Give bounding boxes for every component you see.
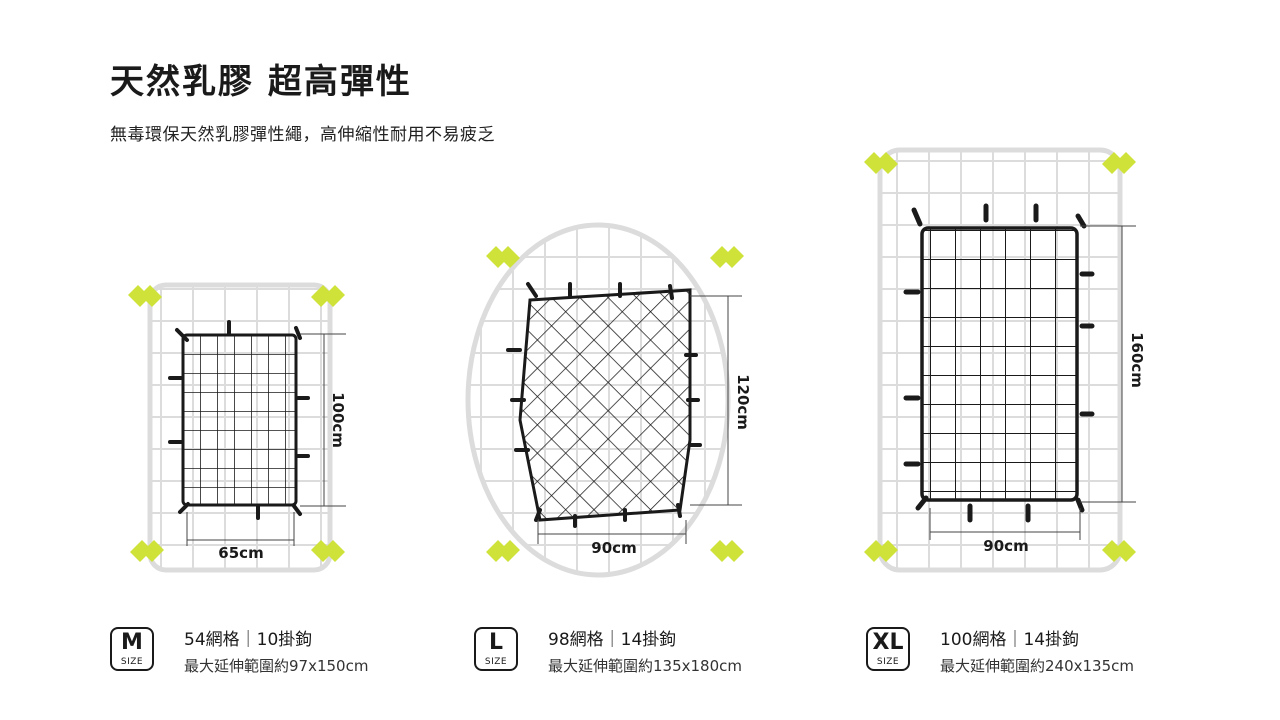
net-m-height-label: 100cm xyxy=(329,392,347,448)
net-xl-height-label: 160cm xyxy=(1128,332,1146,388)
net-xl: 160cm 90cm xyxy=(877,147,1146,573)
net-l-height-label: 120cm xyxy=(734,374,752,430)
size-xl-spec: 100網格｜14掛鉤 xyxy=(940,630,1080,650)
arrow-icon xyxy=(323,285,345,307)
size-badge-letter: M xyxy=(121,629,143,655)
arrow-icon xyxy=(876,152,898,174)
size-l-spec: 98網格｜14掛鉤 xyxy=(548,630,677,650)
arrow-icon xyxy=(311,285,333,307)
net-m-body xyxy=(181,333,298,507)
net-xl-width-label: 90cm xyxy=(983,537,1028,555)
arrow-icon xyxy=(710,246,732,268)
net-l-width-dimension xyxy=(537,520,687,544)
net-l-width-label: 90cm xyxy=(591,539,636,557)
net-xl-width-dimension xyxy=(929,508,1081,540)
size-m-spec: 54網格｜10掛鉤 xyxy=(184,630,313,650)
net-m-height-dimension xyxy=(300,333,346,507)
arrow-icon xyxy=(311,540,333,562)
arrow-icon xyxy=(710,540,732,562)
net-xl-hooks xyxy=(903,203,1095,523)
size-badge-word: SIZE xyxy=(876,656,900,667)
net-xl-body xyxy=(920,226,1079,502)
arrow-icon xyxy=(498,540,520,562)
size-badge-word: SIZE xyxy=(484,656,508,667)
arrow-icon xyxy=(1114,540,1136,562)
size-badge-l: L SIZE xyxy=(474,627,518,671)
size-l-range: 最大延伸範圍約135x180cm xyxy=(548,657,742,675)
net-l-height-dimension xyxy=(690,295,742,506)
net-l-body xyxy=(518,288,692,522)
arrow-icon xyxy=(130,540,152,562)
size-badge-xl: XL SIZE xyxy=(866,627,910,671)
size-badge-letter: XL xyxy=(872,629,904,655)
size-badge-word: SIZE xyxy=(120,656,144,667)
page-subtitle: 無毒環保天然乳膠彈性繩，高伸縮性耐用不易疲乏 xyxy=(110,125,495,145)
arrow-icon xyxy=(1114,152,1136,174)
arrow-icon xyxy=(140,285,162,307)
arrow-icon xyxy=(1102,152,1124,174)
arrow-icon xyxy=(876,540,898,562)
stretch-arrows xyxy=(128,152,1136,562)
arrow-icon xyxy=(486,246,508,268)
arrow-icon xyxy=(722,246,744,268)
net-xl-height-dimension xyxy=(1080,225,1136,503)
size-xl-range: 最大延伸範圍約240x135cm xyxy=(940,657,1134,675)
arrow-icon xyxy=(864,152,886,174)
net-m: 100cm 65cm xyxy=(147,282,347,573)
size-m-range: 最大延伸範圍約97x150cm xyxy=(184,657,369,675)
arrow-icon xyxy=(323,540,345,562)
arrow-icon xyxy=(498,246,520,268)
arrow-icon xyxy=(142,540,164,562)
net-m-hooks xyxy=(168,320,310,520)
arrow-icon xyxy=(486,540,508,562)
arrow-icon xyxy=(864,540,886,562)
net-l: 120cm 90cm xyxy=(465,222,752,578)
arrow-icon xyxy=(722,540,744,562)
size-badge-letter: L xyxy=(488,629,504,655)
page-title: 天然乳膠 超高彈性 xyxy=(110,62,412,102)
arrow-icon xyxy=(1102,540,1124,562)
size-badge-m: M SIZE xyxy=(110,627,154,671)
arrow-icon xyxy=(128,285,150,307)
net-m-width-dimension xyxy=(186,512,295,546)
net-l-hooks xyxy=(506,282,702,528)
net-m-width-label: 65cm xyxy=(218,544,263,562)
